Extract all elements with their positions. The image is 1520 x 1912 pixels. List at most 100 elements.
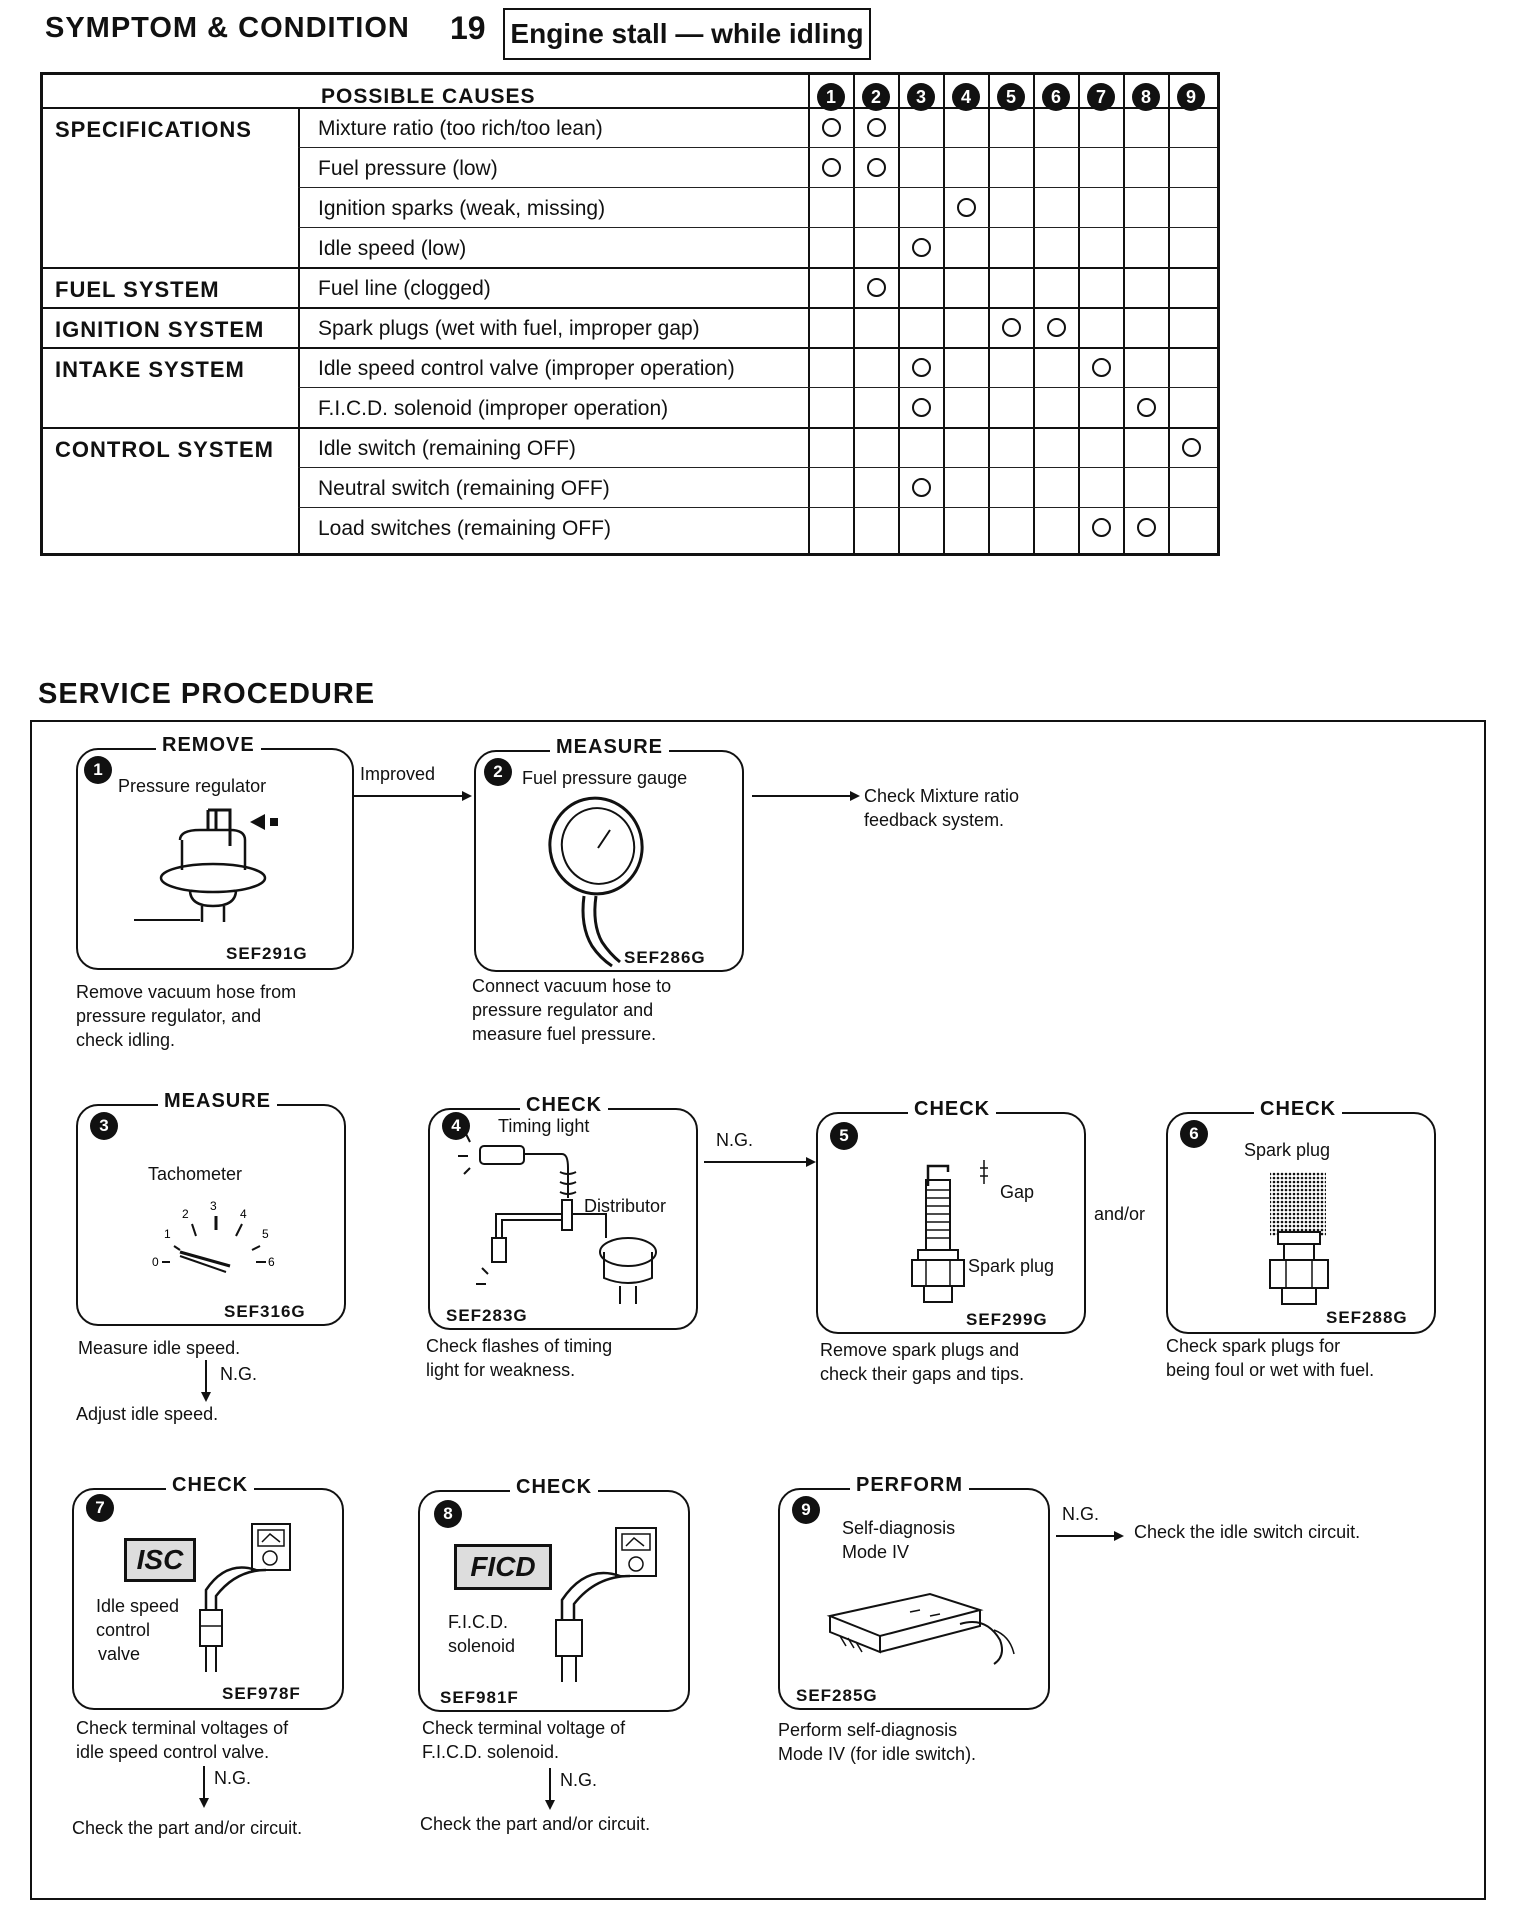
step-3-next: Adjust idle speed. — [76, 1404, 219, 1424]
step-1-action: REMOVE — [156, 734, 261, 757]
step-9-description: Perform self-diagnosis Mode IV (for idle… — [778, 1720, 977, 1764]
and-or-label: and/or — [1094, 1204, 1146, 1224]
step-8-subject: F.I.C.D. — [448, 1612, 509, 1632]
cause-text: Idle speed (low) — [318, 237, 467, 260]
step-1-ref: SEF291G — [226, 944, 308, 963]
right-arrow-icon — [704, 1157, 816, 1167]
step-4-subject: Timing light — [498, 1116, 590, 1136]
step-4-description: Check flashes of timing light for weakne… — [426, 1336, 613, 1380]
step-7-number: 7 — [86, 1494, 114, 1522]
voltmeter-icon — [199, 1523, 291, 1672]
control-unit-icon — [826, 1592, 1015, 1665]
column-number: 8 — [1132, 83, 1160, 111]
right-arrow-icon — [752, 791, 860, 801]
cause-text: Fuel pressure (low) — [318, 157, 498, 180]
step-1-subject: Pressure regulator — [118, 776, 267, 796]
step-8-number: 8 — [434, 1500, 462, 1528]
down-arrow-icon — [201, 1360, 211, 1402]
step-4-action: CHECK — [520, 1094, 609, 1117]
step-5-ref: SEF299G — [966, 1310, 1048, 1329]
cause-mark — [1046, 318, 1066, 337]
condition-number: 19 — [450, 10, 486, 46]
step-3-ng: N.G. — [220, 1364, 258, 1384]
cause-mark — [1091, 518, 1111, 537]
cause-mark — [911, 238, 931, 257]
down-arrow-icon — [545, 1768, 555, 1810]
step-5-action: CHECK — [908, 1098, 997, 1121]
step-5-subject2: Spark plug — [968, 1256, 1055, 1276]
voltmeter-icon — [555, 1527, 657, 1682]
step-6-number: 6 — [1180, 1120, 1208, 1148]
step-9-number: 9 — [792, 1496, 820, 1524]
step-4-subject2: Distributor — [584, 1196, 667, 1216]
isc-logo: ISC — [124, 1538, 196, 1582]
cause-mark — [821, 118, 841, 137]
step-9-subject: Self-diagnosis — [842, 1518, 956, 1538]
cause-mark — [1181, 438, 1201, 457]
step-1-description: Remove vacuum hose from pressure regulat… — [76, 982, 297, 1050]
mixture-check-note: Check Mixture ratio feedback system. — [864, 786, 1020, 830]
step-8-subject2: solenoid — [448, 1636, 516, 1656]
step-7-ref: SEF978F — [222, 1684, 301, 1703]
step-8-ng: N.G. — [560, 1770, 598, 1790]
cause-mark — [1136, 518, 1156, 537]
cause-text: Spark plugs (wet with fuel, improper gap… — [318, 317, 700, 340]
column-number: 1 — [817, 83, 845, 111]
improved-label: Improved — [360, 764, 436, 784]
step-9-ref: SEF285G — [796, 1686, 878, 1705]
pressure-regulator-icon — [134, 808, 278, 922]
service-procedure-frame — [30, 720, 1486, 1900]
step-8-ref: SEF981F — [440, 1688, 519, 1707]
column-number: 6 — [1042, 83, 1070, 111]
step-4-number: 4 — [442, 1112, 470, 1140]
symptom-box: Engine stall — while idling — [503, 8, 871, 60]
step-2-action: MEASURE — [550, 736, 670, 759]
cause-text: Idle speed control valve (improper opera… — [318, 357, 735, 380]
step-4-ref: SEF283G — [446, 1306, 528, 1325]
step-7-description: Check terminal voltages of idle speed co… — [76, 1718, 289, 1762]
column-number: 3 — [907, 83, 935, 111]
svg-text:6: 6 — [268, 1255, 275, 1269]
column-number: 4 — [952, 83, 980, 111]
step-7-next: Check the part and/or circuit. — [72, 1818, 303, 1838]
step-6-action: CHECK — [1254, 1098, 1343, 1121]
step-6-description: Check spark plugs for being foul or wet … — [1166, 1336, 1375, 1380]
possible-causes-header: POSSIBLE CAUSES — [321, 85, 536, 108]
step-9-action: PERFORM — [850, 1474, 969, 1497]
category-label: SPECIFICATIONS — [55, 117, 252, 142]
step-7-action: CHECK — [166, 1474, 255, 1497]
svg-text:1: 1 — [164, 1227, 171, 1241]
cause-text: Load switches (remaining OFF) — [318, 517, 611, 540]
fouled-spark-plug-icon — [1269, 1172, 1329, 1305]
svg-text:3: 3 — [210, 1199, 217, 1213]
cause-mark — [911, 358, 931, 377]
step-8-action: CHECK — [510, 1476, 599, 1499]
cause-text: Mixture ratio (too rich/too lean) — [318, 117, 603, 140]
cause-text: Neutral switch (remaining OFF) — [318, 477, 610, 500]
svg-text:5: 5 — [262, 1227, 269, 1241]
right-arrow-icon — [1056, 1531, 1124, 1541]
step-9-next: Check the idle switch circuit. — [1134, 1522, 1361, 1542]
step-5-number: 5 — [830, 1122, 858, 1150]
step-2-subject: Fuel pressure gauge — [522, 768, 688, 788]
step-3-subject: Tachometer — [148, 1164, 243, 1184]
cause-text: Idle switch (remaining OFF) — [318, 437, 576, 460]
step-3-action: MEASURE — [158, 1090, 278, 1113]
step-7-ng: N.G. — [214, 1768, 252, 1788]
cause-mark — [911, 398, 931, 417]
step-1-number: 1 — [84, 756, 112, 784]
cause-text: Fuel line (clogged) — [318, 277, 491, 300]
step-2-number: 2 — [484, 758, 512, 786]
step-7-subject3: valve — [98, 1644, 141, 1664]
step-9-ng: N.G. — [1062, 1504, 1100, 1524]
step-3-ref: SEF316G — [224, 1302, 306, 1321]
cause-mark — [956, 198, 976, 217]
step-7-subject2: control — [96, 1620, 151, 1640]
step-8-description: Check terminal voltage of F.I.C.D. solen… — [422, 1718, 626, 1762]
step-8-next: Check the part and/or circuit. — [420, 1814, 651, 1834]
step-6-subject: Spark plug — [1244, 1140, 1331, 1160]
cause-mark — [821, 158, 841, 177]
possible-causes-table: POSSIBLE CAUSES 1 2 3 4 5 6 7 8 9 SPECIF… — [40, 72, 1220, 556]
timing-light-distributor-icon — [458, 1133, 657, 1304]
step-6-ref: SEF288G — [1326, 1308, 1408, 1327]
